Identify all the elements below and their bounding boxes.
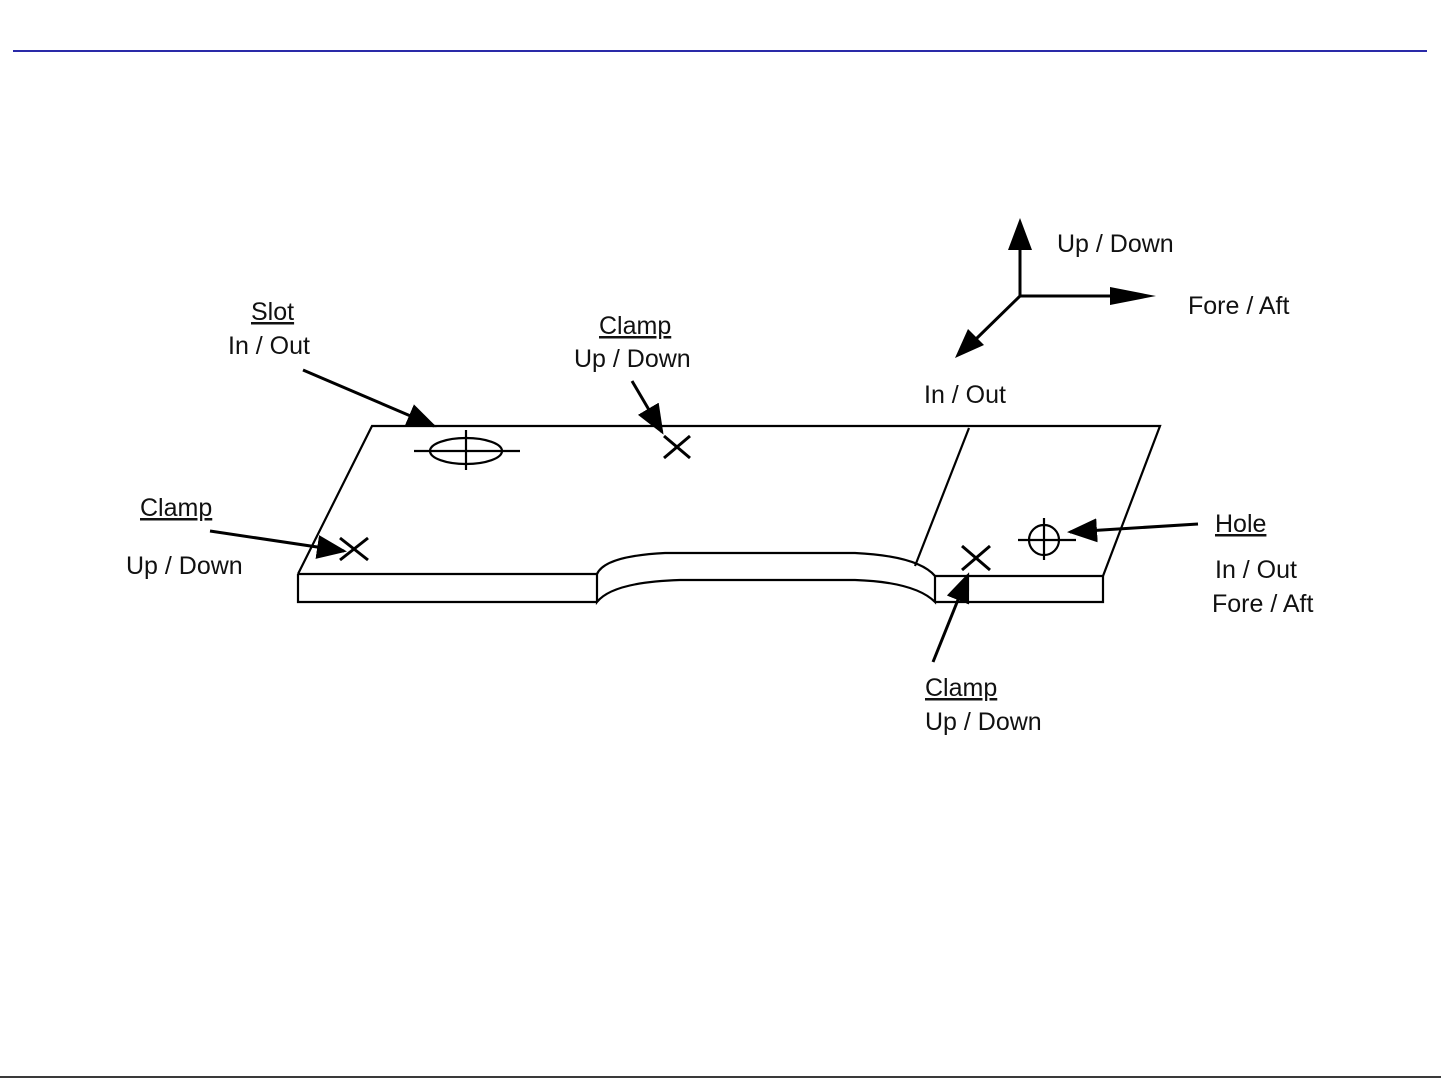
plate-divider bbox=[915, 428, 969, 566]
hole-leader-arrow bbox=[1070, 524, 1198, 532]
slot-dof: In / Out bbox=[228, 332, 310, 360]
clamp-top-dof: Up / Down bbox=[574, 345, 691, 373]
plate-cutout-bottom bbox=[597, 574, 935, 602]
clamp-left-title: Clamp bbox=[140, 494, 212, 522]
plate-cutout-top bbox=[298, 553, 935, 576]
slot-title: Slot bbox=[251, 298, 294, 326]
axis-label-up-down: Up / Down bbox=[1057, 230, 1174, 258]
hole-title: Hole bbox=[1215, 510, 1266, 538]
down-left-arrow-icon bbox=[955, 329, 984, 358]
plate bbox=[298, 426, 1160, 602]
slot-symbol-icon bbox=[414, 430, 520, 470]
clamp-bottom-title: Clamp bbox=[925, 674, 997, 702]
clamp-top-title: Clamp bbox=[599, 312, 671, 340]
slot-leader-arrow bbox=[303, 370, 434, 426]
hole-symbol-icon bbox=[1018, 518, 1076, 560]
plate-front-left bbox=[298, 574, 597, 602]
clamp-top-leader-arrow bbox=[632, 381, 662, 432]
clamp-mark-top-icon bbox=[664, 436, 690, 458]
up-arrow-icon bbox=[1008, 218, 1032, 250]
right-arrow-icon bbox=[1110, 287, 1156, 305]
clamp-mark-bottom-icon bbox=[962, 546, 990, 570]
clamp-left-leader-arrow bbox=[210, 531, 344, 551]
hole-dof-1: In / Out bbox=[1215, 556, 1297, 584]
axis-label-fore-aft: Fore / Aft bbox=[1188, 292, 1289, 320]
in-out-axis bbox=[975, 296, 1020, 340]
clamp-bottom-leader-arrow bbox=[933, 575, 968, 662]
hole-dof-2: Fore / Aft bbox=[1212, 590, 1313, 618]
clamp-bottom-dof: Up / Down bbox=[925, 708, 1042, 736]
clamp-left-dof: Up / Down bbox=[126, 552, 243, 580]
axis-label-in-out: In / Out bbox=[924, 381, 1006, 409]
clamp-mark-left-icon bbox=[340, 538, 368, 560]
bottom-rule bbox=[0, 1076, 1441, 1078]
